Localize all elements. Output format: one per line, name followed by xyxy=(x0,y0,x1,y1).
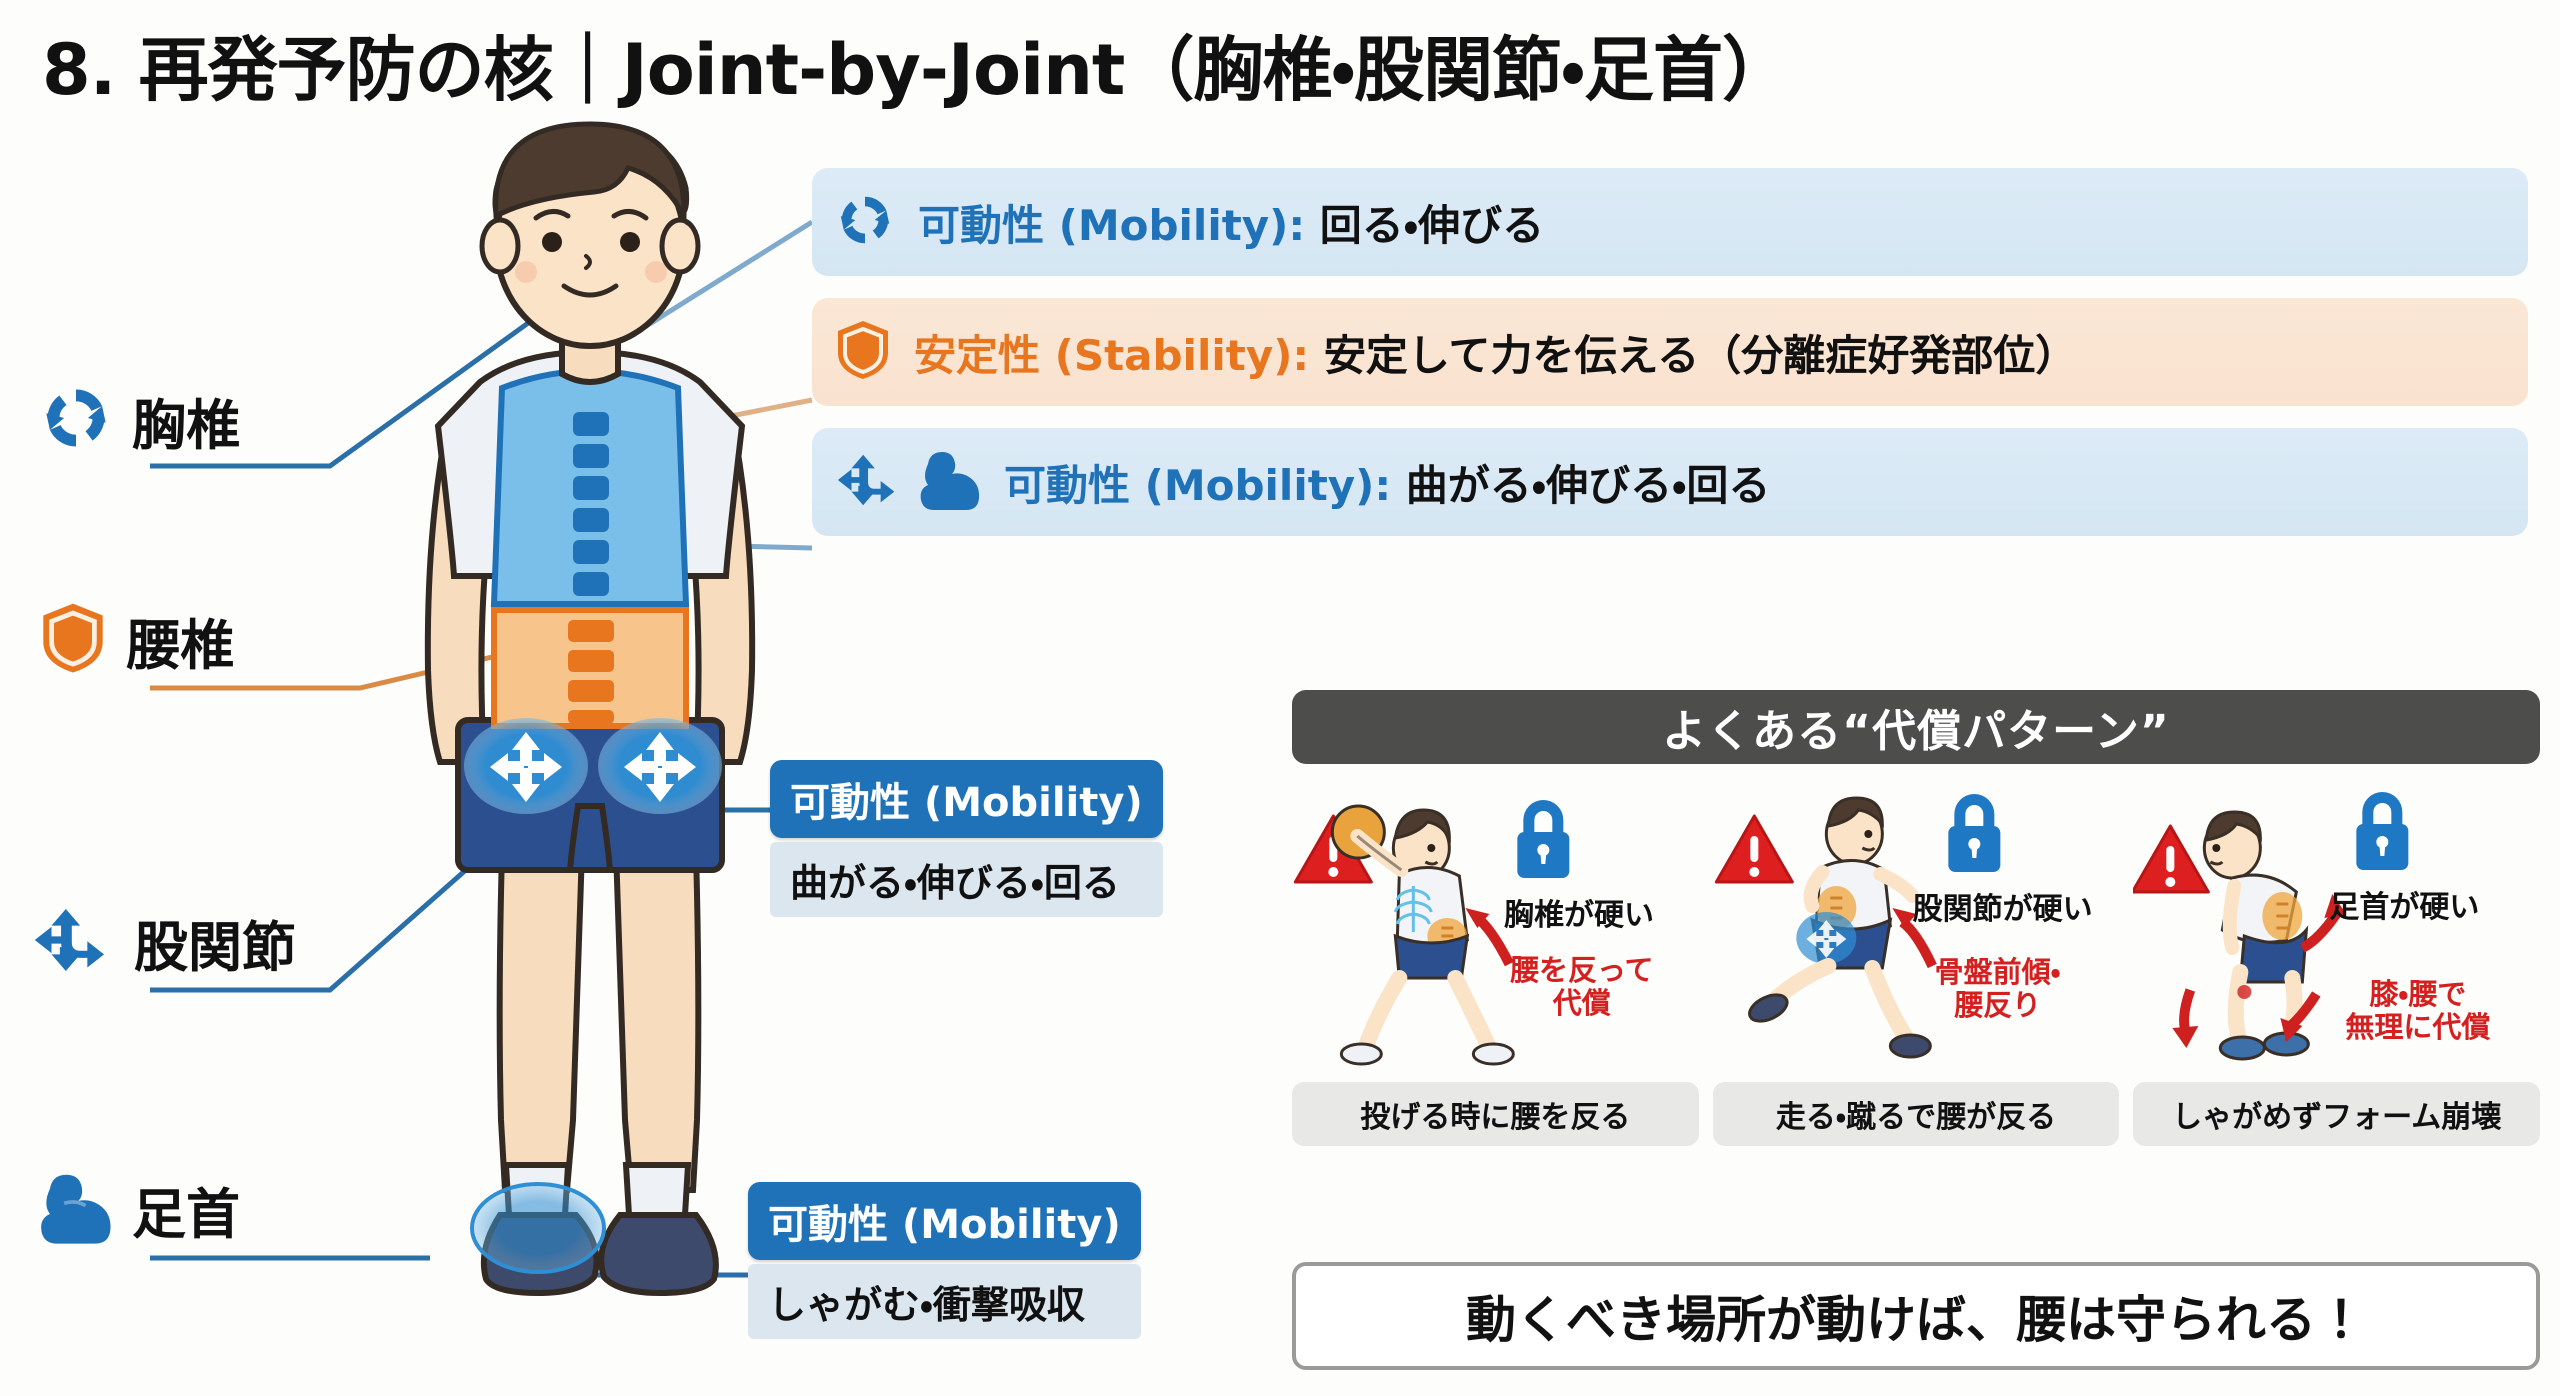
legend-row-hip-ankle-mobility: 可動性 (Mobility): 曲がる・伸びる・回る xyxy=(812,428,2528,536)
compensation-card-thoracic: 胸椎が硬い 腰を反って 代償 投げる時に腰を反る xyxy=(1292,786,1699,1146)
compensation-panel: よくある“代償パターン” xyxy=(1292,690,2541,1146)
legend-icons xyxy=(834,448,982,516)
running-boy-illustration: 股関節が硬い 骨盤前傾・ 腰反り xyxy=(1713,786,2120,1076)
legend-list: 可動性 (Mobility): 回る・伸びる 安定性 (Stability): … xyxy=(812,168,2528,558)
lock-label: 股関節が硬い xyxy=(1912,892,2093,927)
lock-icon xyxy=(1948,794,2001,872)
lock-icon xyxy=(1517,800,1570,878)
callout-body: しゃがむ・衝撃吸収 xyxy=(748,1264,1141,1339)
joint-label-text: 腰椎 xyxy=(126,613,234,677)
red-note-line1: 腰を反って xyxy=(1510,953,1654,987)
joint-label-text: 胸椎 xyxy=(132,393,240,457)
callout-hip-mobility: 可動性 (Mobility) 曲がる・伸びる・回る xyxy=(770,760,1163,917)
page-title: 8. 再発予防の核｜Joint-by-Joint（胸椎・股関節・足首） xyxy=(42,29,1792,111)
squatting-boy-illustration: 足首が硬い 膝・腰で 無理に代償 xyxy=(2131,786,2540,1076)
body-figure-illustration xyxy=(424,121,756,1297)
legend-text: 安定性 (Stability): 安定して力を伝える（分離症好発部位） xyxy=(914,322,2077,383)
lock-icon xyxy=(2356,792,2409,870)
joint-label-ankle: 足首 xyxy=(38,1170,240,1249)
lock-label: 胸椎が硬い xyxy=(1504,898,1654,933)
compensation-caption: しゃがめずフォーム崩壊 xyxy=(2133,1082,2541,1146)
legend-detail: 曲がる・伸びる・回る xyxy=(1405,460,1771,510)
legend-text: 可動性 (Mobility): 回る・伸びる xyxy=(918,192,1544,253)
joint-label-lumbar: 腰椎 xyxy=(38,600,234,680)
red-note-line2: 無理に代償 xyxy=(2345,1010,2491,1045)
legend-text: 可動性 (Mobility): 曲がる・伸びる・回る xyxy=(1004,452,1770,513)
legend-sep: : xyxy=(1292,330,1324,380)
compensation-caption: 投げる時に腰を反る xyxy=(1292,1082,1699,1146)
four-way-arrows-icon xyxy=(30,900,116,984)
red-note-line1: 骨盤前傾・ xyxy=(1934,955,2061,989)
legend-label: 可動性 (Mobility) xyxy=(1004,460,1375,510)
rotate-icon xyxy=(38,380,114,460)
legend-label: 可動性 (Mobility) xyxy=(918,200,1289,250)
warning-icon xyxy=(1714,814,1794,884)
joint-label-hip: 股関節 xyxy=(30,900,296,984)
bicep-icon xyxy=(38,1172,114,1248)
red-note-line1: 膝・腰で xyxy=(2369,977,2467,1011)
callout-head: 可動性 (Mobility) xyxy=(748,1182,1141,1260)
legend-detail: 回る・伸びる xyxy=(1319,200,1545,250)
legend-icons xyxy=(834,189,896,255)
lock-label: 足首が硬い xyxy=(2329,890,2480,925)
joint-label-thoracic: 胸椎 xyxy=(38,380,240,460)
joint-label-text: 足首 xyxy=(132,1183,240,1246)
warning-icon xyxy=(2131,824,2211,894)
legend-sep: : xyxy=(1288,200,1320,250)
legend-row-lumbar-stability: 安定性 (Stability): 安定して力を伝える（分離症好発部位） xyxy=(812,298,2528,406)
compensation-card-list: 胸椎が硬い 腰を反って 代償 投げる時に腰を反る xyxy=(1292,786,2541,1146)
callout-head: 可動性 (Mobility) xyxy=(770,760,1163,838)
four-way-arrows-icon xyxy=(834,448,904,516)
joint-label-text: 股関節 xyxy=(134,915,296,979)
summary-banner: 動くべき場所が動けば、腰は守られる！ xyxy=(1292,1262,2540,1370)
legend-label: 安定性 (Stability) xyxy=(914,330,1293,380)
throwing-boy-illustration: 胸椎が硬い 腰を反って 代償 xyxy=(1292,786,1699,1076)
callout-body: 曲がる・伸びる・回る xyxy=(770,842,1163,917)
shield-icon xyxy=(834,318,892,386)
legend-row-thoracic-mobility: 可動性 (Mobility): 回る・伸びる xyxy=(812,168,2528,276)
compensation-card-ankle: 足首が硬い 膝・腰で 無理に代償 しゃがめずフォーム崩壊 xyxy=(2131,786,2541,1146)
compensation-header: よくある“代償パターン” xyxy=(1292,690,2540,764)
rotate-icon xyxy=(834,189,896,255)
bicep-icon xyxy=(918,450,982,514)
compensation-card-hip: 股関節が硬い 骨盤前傾・ 腰反り 走る・蹴るで腰が反る xyxy=(1712,786,2120,1146)
callout-ankle-mobility: 可動性 (Mobility) しゃがむ・衝撃吸収 xyxy=(748,1182,1141,1339)
legend-detail: 安定して力を伝える（分離症好発部位） xyxy=(1323,330,2078,380)
red-note-line2: 腰反り xyxy=(1954,988,2042,1023)
legend-sep: : xyxy=(1374,460,1406,510)
shield-icon xyxy=(38,600,108,680)
red-note-line2: 代償 xyxy=(1552,986,1611,1021)
legend-icons xyxy=(834,318,892,386)
compensation-caption: 走る・蹴るで腰が反る xyxy=(1712,1082,2120,1146)
